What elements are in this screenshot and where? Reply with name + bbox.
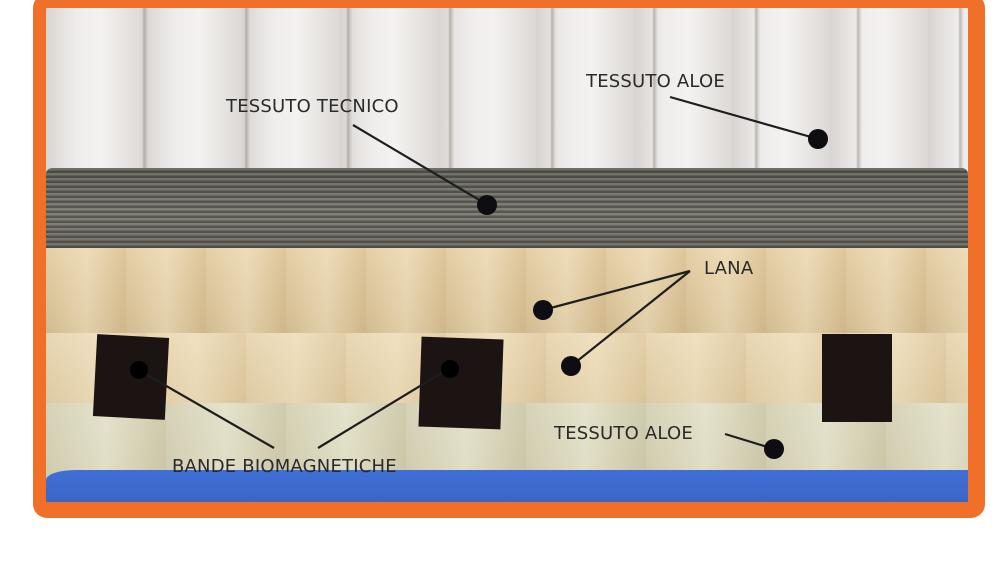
mattress-photo xyxy=(46,8,968,502)
layer-tessuto-aloe-top xyxy=(46,8,968,178)
callout-dot-tessuto-tecnico xyxy=(477,195,497,215)
label-tessuto-tecnico: TESSUTO TECNICO xyxy=(226,96,399,117)
callout-dot-band-1 xyxy=(130,361,148,379)
layer-blue-base xyxy=(46,470,968,502)
callout-dot-lana-1 xyxy=(533,300,553,320)
layer-tessuto-tecnico xyxy=(46,168,968,258)
callout-dot-tessuto-aloe-bottom xyxy=(764,439,784,459)
label-bande-biomagnetiche: BANDE BIOMAGNETICHE xyxy=(172,456,397,477)
layer-lana-upper xyxy=(46,248,968,343)
label-lana: LANA xyxy=(704,258,754,279)
callout-dot-lana-2 xyxy=(561,356,581,376)
label-tessuto-aloe-top: TESSUTO ALOE xyxy=(586,71,725,92)
biomagnetic-band-1 xyxy=(92,334,170,420)
callout-dot-tessuto-aloe-top xyxy=(808,129,828,149)
biomagnetic-band-3 xyxy=(822,334,892,422)
biomagnetic-band-2 xyxy=(418,336,504,430)
callout-dot-band-2 xyxy=(441,360,459,378)
label-tessuto-aloe-bottom: TESSUTO ALOE xyxy=(554,423,693,444)
